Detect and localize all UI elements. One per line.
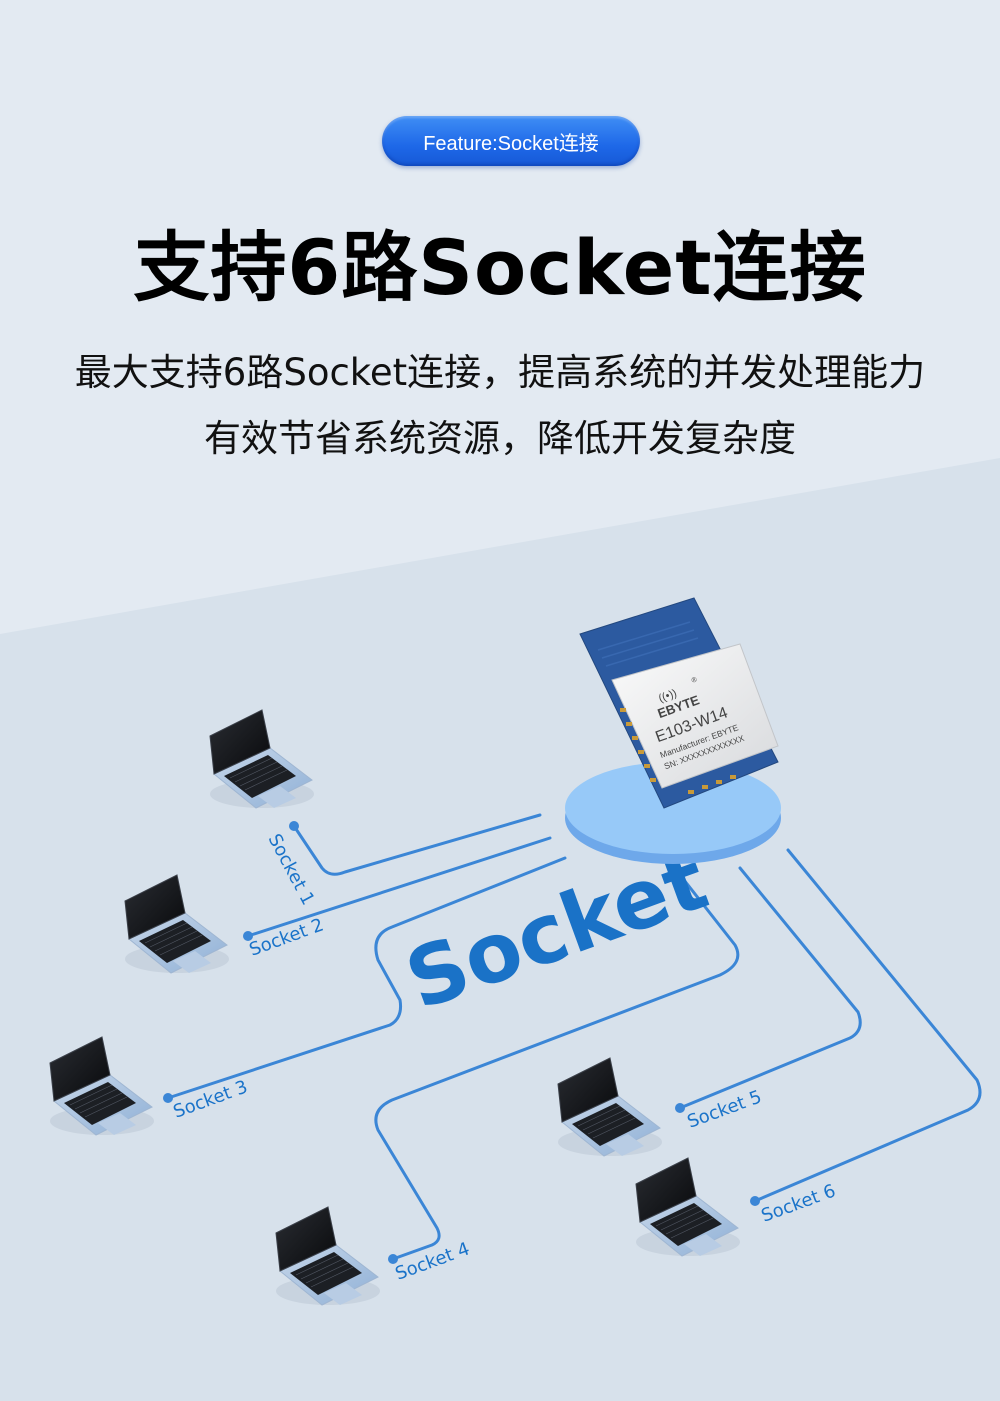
line-socket-3 [166,856,567,1100]
line-socket-6 [753,848,982,1203]
subtitle-line-2: 有效节省系统资源，降低开发复杂度 [204,417,796,460]
line-socket-1 [292,813,542,876]
line-socket-4 [374,878,740,1261]
socket-6-label: Socket 6 [759,1180,839,1226]
socket-1-label: Socket 1 [264,830,319,908]
socket-5-label: Socket 5 [685,1086,765,1132]
feature-badge-label: Feature:Socket连接 [423,132,599,155]
socket-2-label: Socket 2 [247,914,327,960]
line-socket-5 [678,866,862,1110]
module-platform [565,762,781,864]
subtitle-line-1: 最大支持6路Socket连接，提高系统的并发处理能力 [74,351,926,394]
laptop-socket-3 [49,1036,155,1136]
connection-lines [166,813,982,1261]
page-title: 支持6路Socket连接 [133,223,867,312]
wifi-signal-icon: ((•)) [657,687,679,705]
laptop-socket-2 [124,874,230,974]
laptop-socket-6 [635,1157,741,1257]
wifi-module-chip: ((•)) ® EBYTE E103-W14 Manufacturer: EBY… [579,597,779,809]
line-socket-2 [246,836,552,938]
registered-mark: ® [690,675,698,685]
laptop-socket-1 [209,709,315,809]
laptop-socket-4 [275,1206,381,1306]
connection-endpoints [163,821,760,1264]
laptop-socket-5 [557,1057,663,1157]
feature-badge: Feature:Socket连接 [382,116,640,166]
